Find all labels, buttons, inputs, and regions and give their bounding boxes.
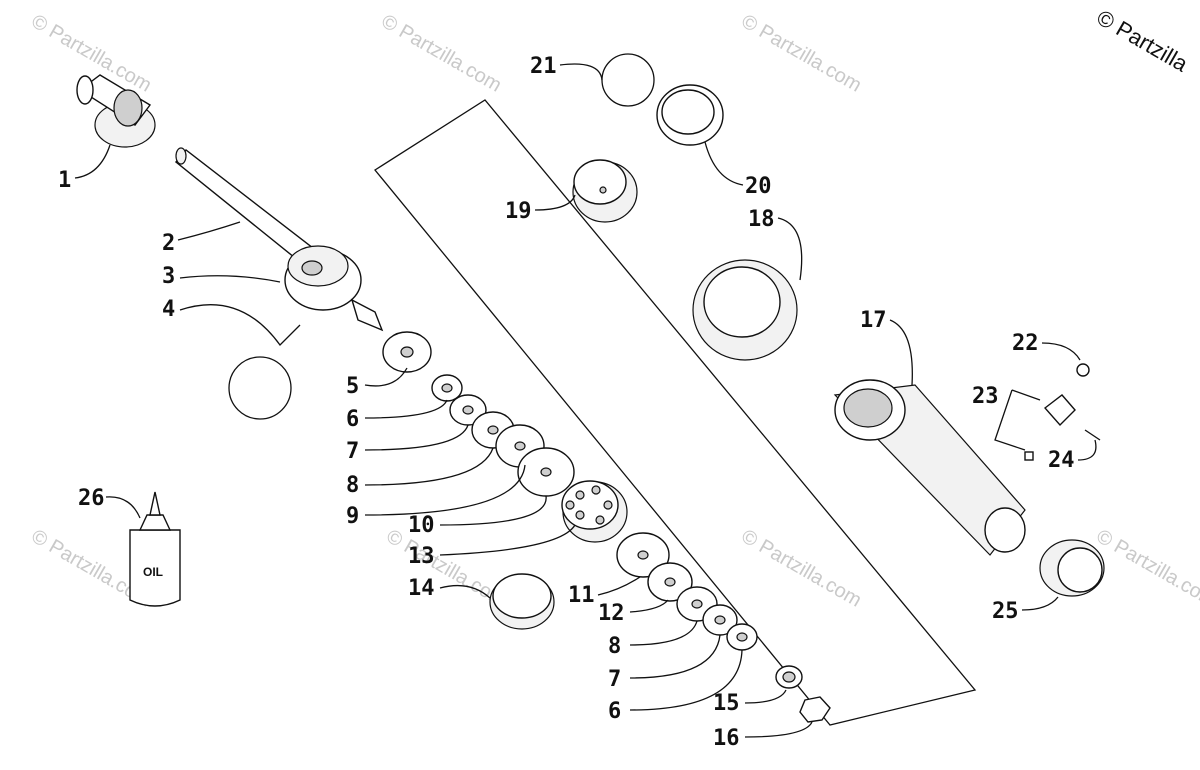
callout-11: 11 (568, 583, 595, 608)
part-1-bushing (76, 74, 156, 148)
part-14-piston-band (489, 573, 555, 630)
callout-9: 9 (346, 504, 359, 529)
watermark: © Partzilla.com (738, 525, 866, 611)
part-19-seal-head (572, 159, 638, 223)
callout-10: 10 (408, 513, 435, 538)
callout-6b: 6 (608, 699, 621, 724)
watermark: © Partzilla.com (738, 10, 866, 96)
assembly-frame (374, 99, 977, 726)
callout-7: 7 (346, 439, 359, 464)
callout-2: 2 (162, 231, 175, 256)
callout-26: 26 (78, 486, 105, 511)
part-20-wear-ring (656, 84, 724, 146)
callout-3: 3 (162, 264, 175, 289)
callout-1: 1 (58, 168, 71, 193)
callout-4: 4 (162, 297, 175, 322)
callout-24: 24 (1048, 448, 1075, 473)
callout-20: 20 (745, 174, 772, 199)
part-21-o-ring (601, 53, 655, 107)
callout-5: 5 (346, 374, 359, 399)
callout-12: 12 (598, 601, 625, 626)
callout-8b: 8 (608, 634, 621, 659)
callout-18: 18 (748, 207, 775, 232)
callout-16: 16 (713, 726, 740, 751)
part-3-shaft-head (284, 245, 384, 332)
part-17-shock-body (833, 379, 1026, 556)
part-4-o-ring (228, 356, 292, 420)
callout-7b: 7 (608, 667, 621, 692)
callout-23: 23 (972, 384, 999, 409)
callout-22: 22 (1012, 331, 1039, 356)
washer-stack-lower (616, 532, 831, 723)
washer-stack-upper (382, 331, 575, 497)
callout-21: 21 (530, 54, 557, 79)
watermark: © Partzilla.com (378, 10, 506, 96)
callout-6: 6 (346, 407, 359, 432)
leader-lines (74, 63, 1097, 738)
part-22-24-valve (994, 363, 1101, 461)
part-25-eye-bushing (1039, 539, 1105, 597)
callout-labels: 1 2 3 4 5 6 7 8 9 10 13 14 11 12 8 7 6 1… (58, 54, 1075, 751)
callout-19: 19 (505, 199, 532, 224)
callout-15: 15 (713, 691, 740, 716)
callout-8: 8 (346, 473, 359, 498)
callout-17: 17 (860, 308, 887, 333)
part-26-oil-bottle: OIL (129, 491, 181, 607)
watermark: © Partzilla.com (1093, 525, 1200, 611)
copyright-text: © Partzilla (1093, 5, 1193, 77)
part-10-piston (561, 480, 628, 543)
oil-label: OIL (143, 565, 163, 579)
callout-13: 13 (408, 544, 435, 569)
part-18-spring-retainer (692, 259, 798, 361)
callout-14: 14 (408, 576, 435, 601)
callout-25: 25 (992, 599, 1019, 624)
